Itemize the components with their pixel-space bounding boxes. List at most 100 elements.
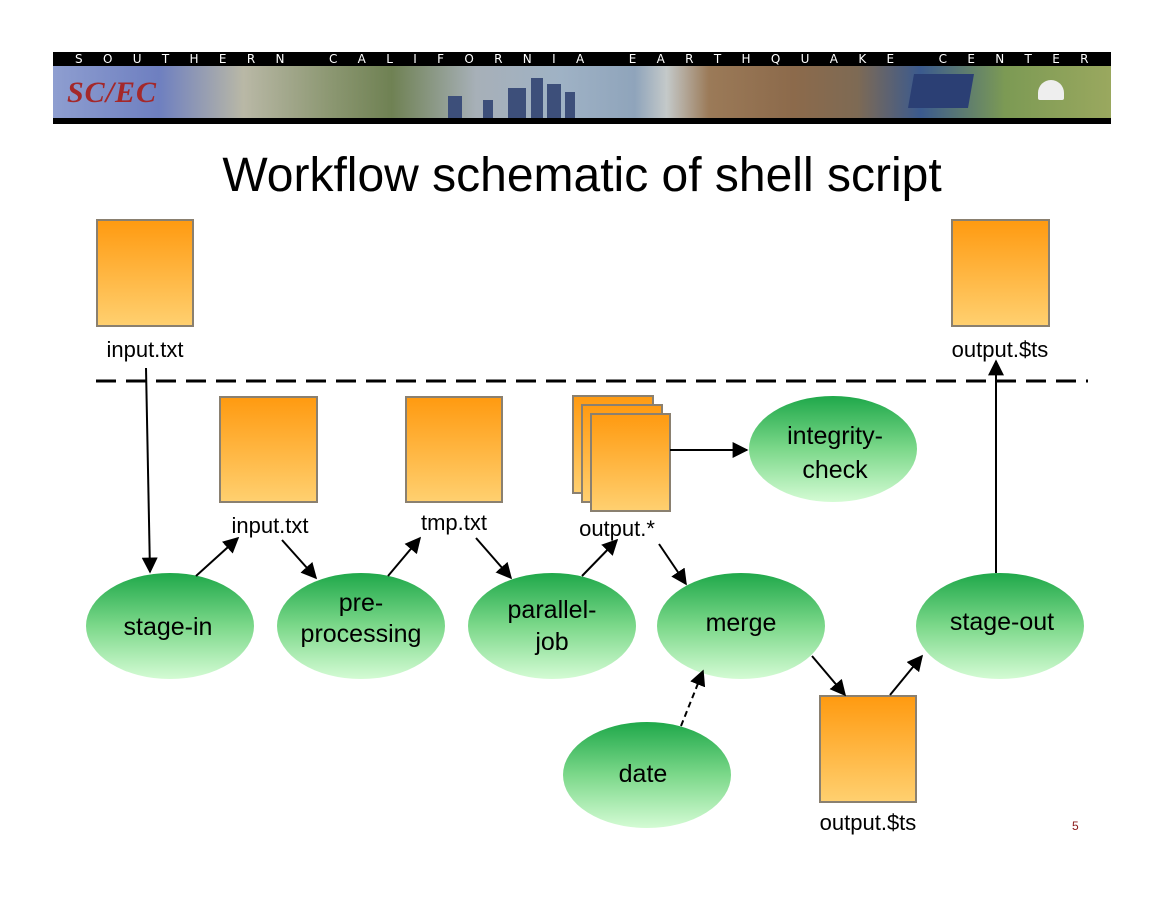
- process-parallel-job[interactable]: parallel- job: [468, 573, 636, 679]
- banner-letter: A: [357, 52, 366, 66]
- arrow-input-to-preprocessing: [281, 539, 318, 580]
- process-label: job: [534, 628, 568, 656]
- banner-letter: I: [413, 52, 417, 66]
- building: [565, 92, 575, 118]
- banner-letter: C: [328, 52, 338, 66]
- banner-letter: R: [246, 52, 256, 66]
- banner-letter: A: [829, 52, 838, 66]
- banner-letter: H: [189, 52, 199, 66]
- scec-banner: S O U T H E R N C A L I F O R N I A E A R T H Q U A K E C E N T E R SC…: [53, 52, 1111, 124]
- file-icon: [951, 219, 1050, 327]
- file-label: output.$ts: [952, 337, 1049, 362]
- file-label: input.txt: [231, 513, 308, 538]
- banner-letter: A: [575, 52, 585, 66]
- banner-letter: R: [494, 52, 503, 66]
- file-icon: [96, 219, 194, 327]
- building: [547, 84, 561, 118]
- process-label: integrity-: [787, 422, 883, 450]
- process-label: stage-in: [124, 613, 213, 641]
- slide-title: Workflow schematic of shell script: [222, 149, 942, 202]
- banner-letter: L: [386, 52, 393, 66]
- banner-letter: C: [938, 52, 947, 66]
- process-integrity-check[interactable]: integrity- check: [749, 396, 917, 502]
- process-date[interactable]: date: [563, 722, 731, 828]
- banner-title-strip: [53, 52, 1111, 66]
- banner-letter: E: [628, 52, 637, 66]
- scec-logo: SC/EC: [67, 76, 158, 109]
- banner-photo-collage: SC/EC: [53, 66, 1111, 118]
- banner-letter: H: [741, 52, 751, 66]
- gps-dome: [1038, 80, 1064, 100]
- arrow-outputs-to-merge: [658, 543, 687, 586]
- process-ellipse: [657, 573, 825, 679]
- file-outputs-stack[interactable]: output.*: [572, 395, 671, 541]
- file-icon: [405, 396, 503, 503]
- file-label: output.*: [579, 516, 655, 541]
- banner-letter: F: [437, 52, 445, 66]
- arrow-merge-to-output: [811, 655, 847, 697]
- banner-letter: O: [464, 52, 474, 66]
- file-icon: [219, 396, 318, 503]
- arrow-output-to-stage-out: [889, 654, 924, 696]
- process-ellipse: [86, 573, 254, 679]
- file-output-final[interactable]: output.$ts: [819, 695, 917, 835]
- file-input[interactable]: input.txt: [219, 396, 318, 538]
- building: [483, 100, 493, 118]
- process-label: date: [619, 760, 668, 788]
- process-ellipse: [468, 573, 636, 679]
- banner-letter: R: [685, 52, 694, 66]
- file-output-external[interactable]: output.$ts: [951, 219, 1050, 362]
- banner-letter: K: [858, 52, 867, 66]
- banner-letter: E: [1052, 52, 1060, 66]
- process-label: merge: [706, 609, 777, 637]
- file-label: input.txt: [106, 337, 183, 362]
- banner-letter: T: [713, 52, 722, 66]
- arrow-stage-in-to-input: [195, 536, 240, 577]
- banner-letter: O: [102, 52, 113, 66]
- arrow-input-to-stage-in: [141, 367, 158, 574]
- arrow-parallel-job-to-outputs: [581, 538, 619, 577]
- building: [448, 96, 462, 118]
- banner-letter: U: [132, 52, 142, 66]
- arrow-preprocessing-to-tmp: [387, 536, 422, 577]
- file-label: tmp.txt: [421, 510, 487, 535]
- building: [508, 88, 526, 118]
- banner-letter: A: [656, 52, 665, 66]
- process-stage-out[interactable]: stage-out: [916, 573, 1084, 679]
- process-label: check: [802, 456, 868, 484]
- banner-letter: T: [1024, 52, 1032, 66]
- banner-bottom-strip: [53, 118, 1111, 124]
- arrow-date-to-merge-dashed: [680, 669, 706, 727]
- process-label: stage-out: [950, 608, 1054, 636]
- banner-letter: N: [275, 52, 285, 66]
- process-label: parallel-: [508, 596, 597, 624]
- banner-letter: T: [161, 52, 170, 66]
- file-input-external[interactable]: input.txt: [96, 219, 194, 362]
- banner-letter: U: [800, 52, 810, 66]
- banner-letter: S: [75, 52, 83, 66]
- process-ellipse: [916, 573, 1084, 679]
- banner-letter: Q: [770, 52, 781, 66]
- process-ellipse: [563, 722, 731, 828]
- banner-letter: N: [522, 52, 532, 66]
- process-merge[interactable]: merge: [657, 573, 825, 679]
- process-ellipse: [277, 573, 445, 679]
- process-label: processing: [301, 620, 422, 648]
- banner-letter: I: [552, 52, 556, 66]
- banner-letter: E: [886, 52, 895, 66]
- banner-letter: E: [218, 52, 227, 66]
- banner-letter: R: [1080, 52, 1089, 66]
- building: [531, 78, 543, 118]
- process-preprocessing[interactable]: pre- processing: [277, 573, 445, 679]
- file-tmp[interactable]: tmp.txt: [405, 396, 503, 535]
- process-label: pre-: [339, 589, 383, 617]
- arrow-tmp-to-parallel-job: [475, 537, 513, 580]
- banner-letter: E: [967, 52, 975, 66]
- file-icon: [819, 695, 917, 803]
- process-ellipse: [749, 396, 917, 502]
- process-stage-in[interactable]: stage-in: [86, 573, 254, 679]
- banner-letter: N: [995, 52, 1005, 66]
- file-label: output.$ts: [820, 810, 917, 835]
